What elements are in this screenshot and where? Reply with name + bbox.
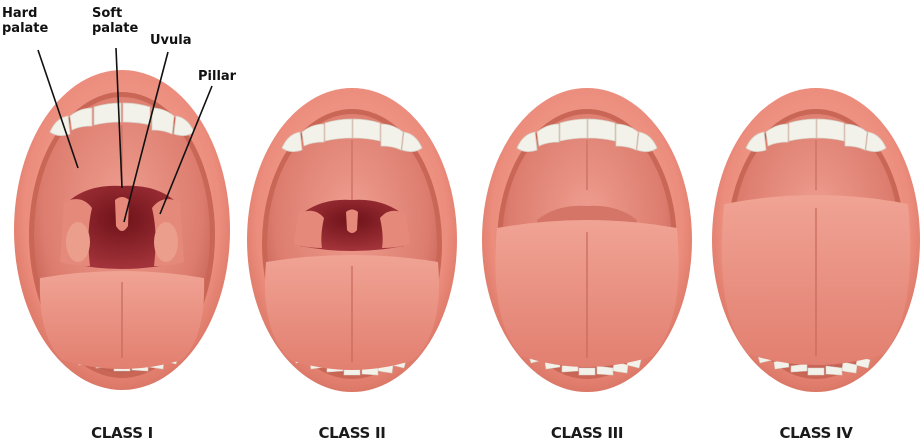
uvula (115, 197, 129, 231)
right-tonsil (154, 222, 178, 262)
soft-palate-label: Soft palate (92, 6, 139, 36)
class-3-label: CLASS III (551, 424, 623, 442)
uvula (346, 210, 358, 234)
left-tonsil (66, 222, 90, 262)
class-2-label: CLASS II (318, 424, 385, 442)
panel-class-2 (247, 88, 457, 392)
panel-class-1 (14, 70, 230, 390)
pillar-label: Pillar (198, 69, 237, 84)
panel-class-4 (712, 88, 920, 392)
uvula-label: Uvula (150, 33, 192, 48)
class-1-label: CLASS I (91, 424, 153, 442)
panel-class-3 (482, 88, 692, 392)
left-pillar (294, 211, 324, 248)
hard-palate-label: Hard palate (2, 6, 49, 36)
right-pillar (380, 211, 410, 248)
class-4-label: CLASS IV (779, 424, 853, 442)
